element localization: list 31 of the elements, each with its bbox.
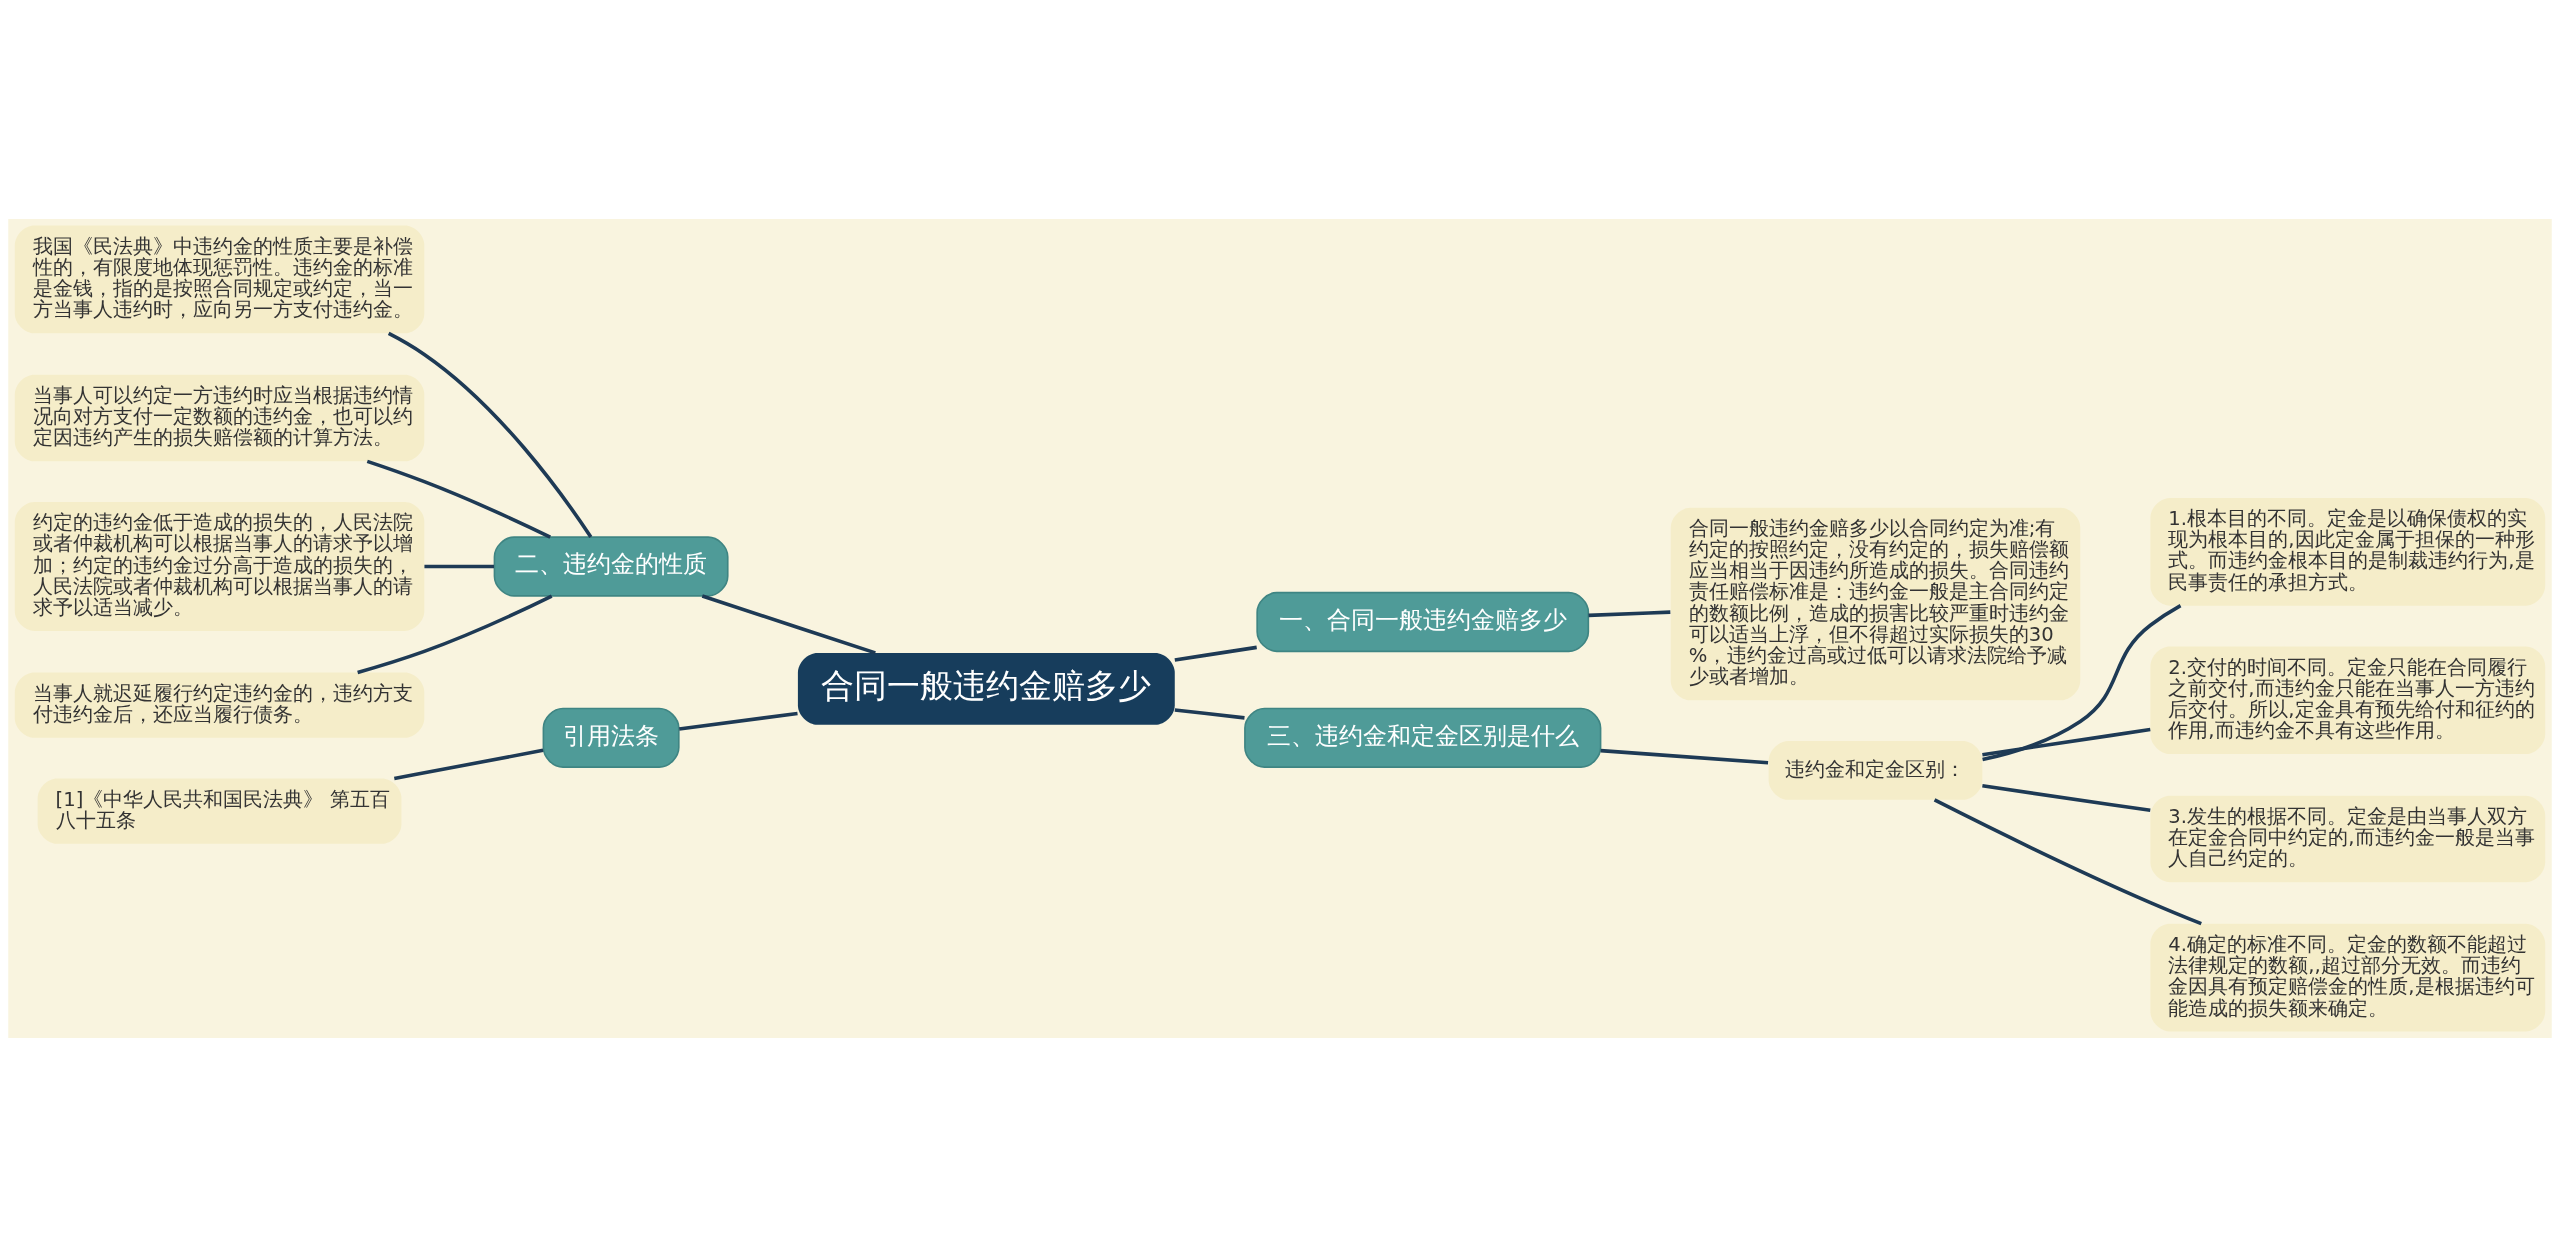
connector	[1174, 707, 1245, 720]
connector	[393, 748, 544, 780]
node-box: 1.根本目的不同。定金是以确保债权的实现为根本目的,因此定金属于担保的一种形式。而违约金根本目的是制裁违约行为,是民事责任的承担方式。	[2150, 497, 2546, 606]
connector	[1588, 609, 1671, 617]
node-box: 2.交付的时间不同。定金只能在合同履行之前交付,而违约金只能在当事人一方违约后交付。所以,定金具有预先给付和征约的作用,而违约金不具有这些作用。	[2150, 645, 2546, 754]
node-box: 一、合同一般违约金赔多少	[1256, 591, 1590, 652]
connector	[1933, 797, 2202, 925]
connector	[424, 564, 494, 568]
node-box: 当事人就迟延履行约定违约金的，违约方支付违约金后，还应当履行债务。	[14, 672, 425, 738]
connector	[387, 331, 593, 538]
connector	[1982, 727, 2151, 756]
connector	[679, 711, 798, 731]
node-box: 约定的违约金低于造成的损失的，人民法院或者仲裁机构可以根据当事人的请求予以增加；约定的违约金过分高于造成的损失的，人民法院或者仲裁机构可以根据当事人的请求予以适当减少。	[14, 501, 425, 631]
connector	[1982, 603, 2182, 761]
node-box: 当事人可以约定一方违约时应当根据违约情况向对方支付一定数额的违约金，也可以约定因违约产生的损失赔偿额的计算方法。	[14, 374, 425, 461]
connector	[701, 593, 876, 655]
connector	[357, 593, 553, 674]
node-box: 三、违约金和定金区别是什么	[1244, 707, 1602, 768]
connector	[1600, 748, 1769, 765]
node-box: 二、违约金的性质	[493, 535, 729, 597]
node-box: 合同一般违约金赔多少	[797, 652, 1175, 725]
connector	[1174, 645, 1257, 662]
node-box: 违约金和定金区别：	[1768, 740, 1983, 800]
node-box: 3.发生的根据不同。定金是由当事人双方在定金合同中约定的,而违约金一般是当事人自己约定的。	[2150, 795, 2546, 882]
node-box: 我国《民法典》中违约金的性质主要是补偿性的，有限度地体现惩罚性。违约金的标准是金钱，指的是按照合同规定或约定，当一方当事人违约时，应向另一方支付违约金。	[14, 225, 425, 333]
node-box: [1]《中华人民共和国民法典》 第五百八十五条	[37, 778, 402, 844]
connector	[1982, 783, 2151, 812]
node-box: 合同一般违约金赔多少以合同约定为准;有约定的按照约定，没有约定的，损失赔偿额应当相当于因违约所造成的损失。合同违约责任赔偿标准是：违约金一般是主合同约定的数额比例，造成的损害比较严重时违约金可以适当上浮，但不得超过实际损失的30%，违约金过高或过低可以请求法院给予减少或者增加。	[1670, 507, 2081, 700]
connector	[366, 459, 551, 539]
node-box: 4.确定的标准不同。定金的数额不能超过法律规定的数额,,超过部分无效。而违约金因具有预定赔偿金的性质,是根据违约可能造成的损失额来确定。	[2150, 923, 2546, 1031]
node-box: 引用法条	[542, 707, 680, 768]
